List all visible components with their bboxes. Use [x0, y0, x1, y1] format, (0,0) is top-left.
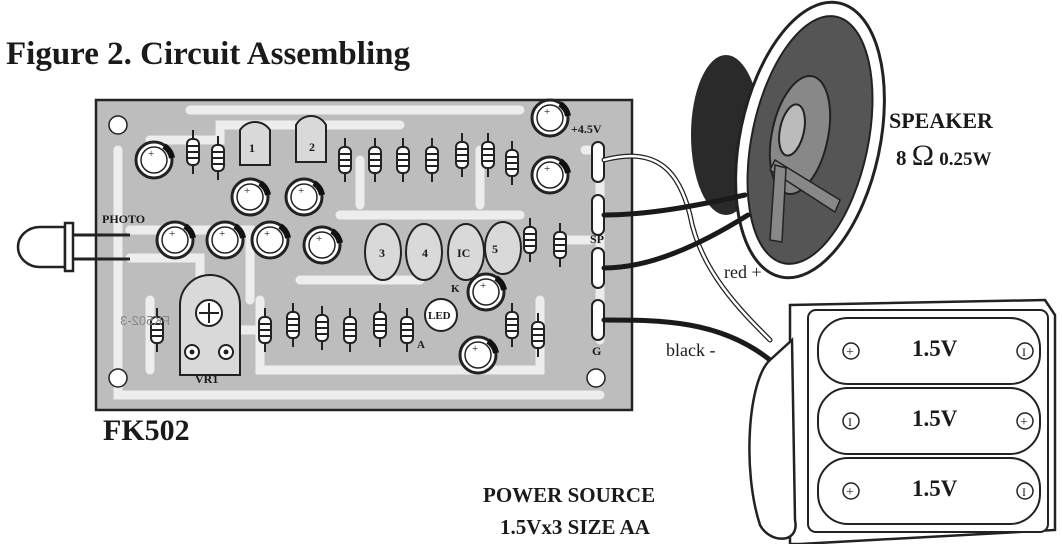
battery-cell: + I	[817, 457, 1041, 525]
svg-text:5: 5	[492, 242, 498, 256]
transistor-4: 4	[405, 223, 443, 281]
svg-text:G: G	[592, 344, 601, 358]
svg-text:SP: SP	[590, 232, 604, 246]
svg-text:I: I	[1022, 485, 1026, 499]
transistor-1: 1	[239, 121, 271, 166]
svg-text:K: K	[451, 283, 460, 295]
svg-text:LED: LED	[428, 310, 451, 322]
svg-text:1: 1	[249, 141, 255, 155]
terminal-speaker: SP	[590, 194, 605, 289]
led: LED K A	[417, 283, 460, 351]
power-source-spec: 1.5Vx3 SIZE AA	[500, 515, 650, 539]
speaker-ohm-value: 8	[896, 146, 907, 170]
cell-voltage-3: 1.5V	[912, 476, 958, 501]
svg-text:+: +	[846, 345, 854, 360]
svg-text:4: 4	[422, 246, 428, 260]
pcb-board: 1 2 3 4 IC 5	[94, 100, 634, 412]
svg-text:A: A	[417, 339, 425, 351]
wires	[601, 153, 773, 363]
svg-text:2: 2	[309, 140, 315, 154]
svg-text:+4.5V: +4.5V	[571, 122, 602, 136]
battery-holder: + I I + + I	[748, 298, 1057, 544]
battery-cell: I +	[817, 387, 1041, 455]
ohm-symbol: Ω	[911, 139, 935, 172]
transistor-3: 3	[364, 223, 402, 281]
photo-label: PHOTO	[102, 212, 145, 226]
svg-text:I: I	[848, 415, 852, 429]
black-wire-label: black -	[666, 340, 716, 360]
cell-voltage-1: 1.5V	[912, 336, 958, 361]
svg-text:I: I	[1022, 345, 1026, 359]
speaker-spec: 8 Ω 0.25W	[896, 139, 992, 173]
board-name: FK502	[103, 414, 190, 447]
transistor-5: 5	[484, 221, 522, 275]
svg-text:VR1: VR1	[195, 372, 218, 386]
silkscreen-mark: FK502-3	[120, 313, 170, 328]
speaker	[691, 0, 886, 280]
red-wire-label: red +	[724, 262, 762, 282]
vr1-potentiometer: VR1	[179, 274, 241, 386]
power-source-title: POWER SOURCE	[483, 483, 656, 507]
cell-voltage-2: 1.5V	[912, 406, 958, 431]
ic-chip: IC	[447, 223, 485, 281]
transistor-2: 2	[295, 115, 327, 163]
speaker-title: SPEAKER	[889, 108, 993, 133]
figure-title: Figure 2. Circuit Assembling	[6, 36, 410, 72]
terminal-ground: G	[591, 299, 605, 358]
speaker-watt: 0.25W	[939, 149, 992, 170]
photo-sensor	[16, 221, 130, 273]
svg-text:3: 3	[379, 246, 385, 260]
svg-text:+: +	[846, 485, 854, 500]
svg-text:IC: IC	[457, 246, 470, 260]
battery-cell: + I	[817, 317, 1041, 385]
svg-text:+: +	[1020, 415, 1028, 430]
